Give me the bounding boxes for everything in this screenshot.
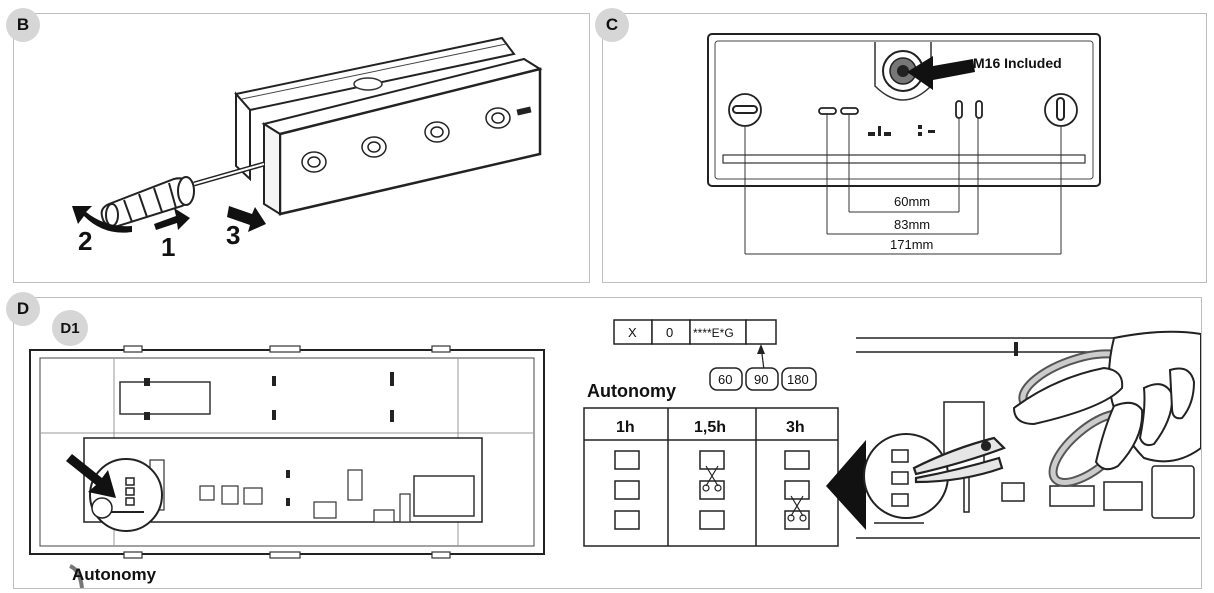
battery-pack <box>119 381 211 415</box>
front-cover-side <box>263 122 281 216</box>
hand <box>1012 330 1201 471</box>
slot-h-2 <box>840 107 859 115</box>
panel-b-badge: B <box>6 8 40 42</box>
panel-d1-badge: D1 <box>52 310 88 346</box>
jumper-15h-c <box>699 510 725 530</box>
jumper-15h-a <box>699 450 725 470</box>
arrow-2 <box>72 206 132 233</box>
arrow-3 <box>227 206 266 232</box>
jumper-arrow <box>66 454 116 498</box>
dimension-171mm: 171mm <box>890 237 933 252</box>
option-60 <box>709 367 743 391</box>
frame-side <box>235 91 251 182</box>
jumper-1h-a <box>614 450 640 470</box>
panel-b: B <box>6 8 590 283</box>
mount-hole-right <box>1044 93 1078 127</box>
dimension-83mm: 83mm <box>894 217 930 232</box>
code-box-4 <box>745 319 777 345</box>
panel-d-illustration: Autonomy X 0 ****E*G 60 90 180 Autonomy <box>29 319 1201 588</box>
transformer <box>413 475 475 517</box>
cut-mark-15h <box>702 465 722 492</box>
autonomy-footer-label: Autonomy <box>72 565 157 584</box>
slot-h-1 <box>818 107 837 115</box>
dimension-60mm: 60mm <box>894 194 930 209</box>
autonomy-col-1h: 1h <box>616 419 635 436</box>
jumper-1h-c <box>614 510 640 530</box>
screwdriver-handle <box>100 176 195 228</box>
screw-hole-2 <box>361 136 387 158</box>
option-180 <box>781 367 817 391</box>
screw-hole-1 <box>301 151 327 173</box>
m16-label: M16 Included <box>973 55 1062 71</box>
step-label-1: 1 <box>161 232 175 262</box>
screw-hole-3 <box>424 121 450 143</box>
panel-c-badge: C <box>595 8 629 42</box>
m16-arrow <box>907 56 975 90</box>
screw-hole-4 <box>485 107 511 129</box>
pointer-triangle <box>826 440 866 530</box>
arrow-1 <box>154 208 190 230</box>
jumper-3h-b <box>784 480 810 500</box>
mounting-channel <box>722 154 1086 164</box>
autonomy-col-1-5h: 1,5h <box>694 419 726 436</box>
step-label-2: 2 <box>78 226 92 256</box>
code-box-1 <box>613 319 653 345</box>
code-box-1-text: X <box>628 325 637 340</box>
jumper-1h-b <box>614 480 640 500</box>
option-60-label: 60 <box>718 372 732 387</box>
option-90 <box>745 367 779 391</box>
code-box-3-text: ****E*G <box>693 326 734 340</box>
panel-d: D D1 <box>6 292 1202 589</box>
option-180-label: 180 <box>787 372 809 387</box>
autonomy-heading: Autonomy <box>587 381 676 401</box>
panel-b-illustration: 1 2 3 <box>72 36 543 262</box>
cut-mark-3h <box>787 495 807 522</box>
panel-d-badge: D <box>6 292 40 326</box>
jumper-3h-a <box>784 450 810 470</box>
step-label-3: 3 <box>226 220 240 250</box>
code-box-2-text: 0 <box>666 325 673 340</box>
autonomy-col-3h: 3h <box>786 419 805 436</box>
slot-v-2 <box>975 100 983 119</box>
mount-hole-left <box>728 93 762 127</box>
panel-c-illustration: M16 Included <box>707 33 1101 255</box>
panel-c: C M16 Included <box>595 8 1207 283</box>
code-boxes <box>613 319 777 345</box>
slot-v-1 <box>955 100 963 119</box>
option-90-label: 90 <box>754 372 768 387</box>
